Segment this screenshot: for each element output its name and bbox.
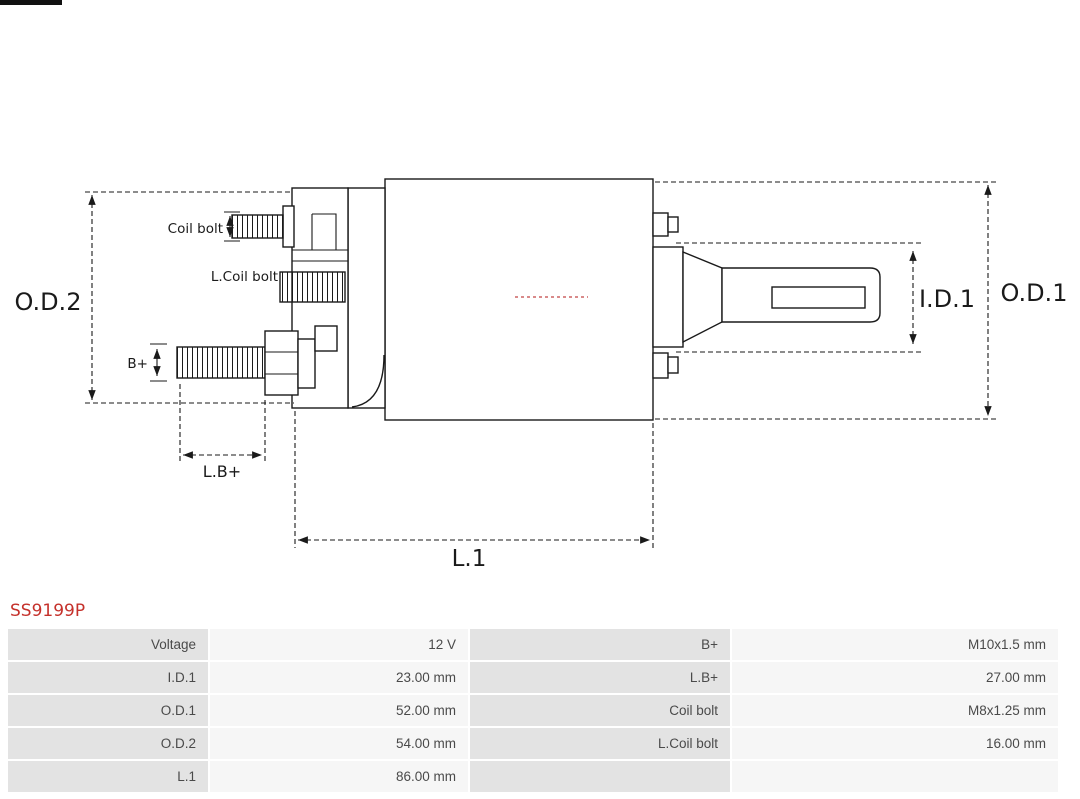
lb-extension-lines <box>179 384 266 462</box>
spec-label: O.D.2 <box>8 728 208 759</box>
solenoid-diagram: O.D.2 O.D.1 I.D.1 L.1 L.B+ Coil bolt L.C… <box>15 178 1068 572</box>
spec-value: M8x1.25 mm <box>732 695 1058 726</box>
dim-label-id1: I.D.1 <box>919 285 975 313</box>
dim-label-coil-bolt: Coil bolt <box>168 221 223 237</box>
bplus-cap <box>314 325 338 352</box>
bplus-ticks <box>150 343 167 382</box>
spec-value: 52.00 mm <box>210 695 468 726</box>
logo-artifact <box>0 0 62 5</box>
spec-label: L.1 <box>8 761 208 792</box>
plunger-cone <box>682 250 723 344</box>
spec-label <box>470 761 730 792</box>
od1-extension-lines <box>655 181 996 420</box>
bplus-nut <box>264 330 299 396</box>
coil-bolt-bushing <box>279 271 346 303</box>
shaft-slot <box>771 286 866 309</box>
bracket-detail <box>292 213 348 262</box>
bplus-stud <box>176 346 266 379</box>
bplus-nut-facets <box>265 351 298 375</box>
dim-label-lb: L.B+ <box>203 462 241 481</box>
spec-value: 12 V <box>210 629 468 660</box>
spec-label: I.D.1 <box>8 662 208 693</box>
spec-value: 23.00 mm <box>210 662 468 693</box>
terminal-top-tip <box>667 216 679 233</box>
front-housing <box>347 187 386 409</box>
solenoid-body <box>176 178 881 421</box>
spec-value: 16.00 mm <box>732 728 1058 759</box>
housing-fillet <box>351 354 385 408</box>
coil-bolt-stud <box>231 214 284 239</box>
dim-label-od2: O.D.2 <box>15 288 82 316</box>
dimension-labels: O.D.2 O.D.1 I.D.1 L.1 L.B+ Coil bolt L.C… <box>15 221 1068 572</box>
id1-extension-lines <box>676 242 922 353</box>
dim-label-od1: O.D.1 <box>1001 279 1068 307</box>
part-number: SS9199P <box>10 601 86 621</box>
spec-value: 27.00 mm <box>732 662 1058 693</box>
dim-label-l1: L.1 <box>452 546 487 572</box>
dim-label-b-plus: B+ <box>127 356 148 372</box>
od2-extension-lines <box>85 191 294 404</box>
spec-label: Voltage <box>8 629 208 660</box>
dimension-lines <box>85 181 996 548</box>
main-cylinder <box>384 178 654 421</box>
bplus-washer <box>297 338 316 389</box>
spec-label: B+ <box>470 629 730 660</box>
spec-value: M10x1.5 mm <box>732 629 1058 660</box>
spec-label: L.B+ <box>470 662 730 693</box>
spec-label: L.Coil bolt <box>470 728 730 759</box>
plunger-flange <box>652 246 684 348</box>
coil-bolt-collar <box>282 205 295 248</box>
spec-value: 86.00 mm <box>210 761 468 792</box>
terminal-bottom-tip <box>667 356 679 374</box>
spec-label: O.D.1 <box>8 695 208 726</box>
l1-extension-lines <box>294 411 654 548</box>
spec-label: Coil bolt <box>470 695 730 726</box>
terminal-top <box>652 212 669 237</box>
coil-bolt-ticks <box>224 211 240 242</box>
spec-value <box>732 761 1058 792</box>
spec-value: 54.00 mm <box>210 728 468 759</box>
dim-label-l-coil-bolt: L.Coil bolt <box>211 269 278 285</box>
spec-table: Voltage 12 V B+ M10x1.5 mm I.D.1 23.00 m… <box>8 629 1058 792</box>
terminal-bottom <box>652 352 669 379</box>
